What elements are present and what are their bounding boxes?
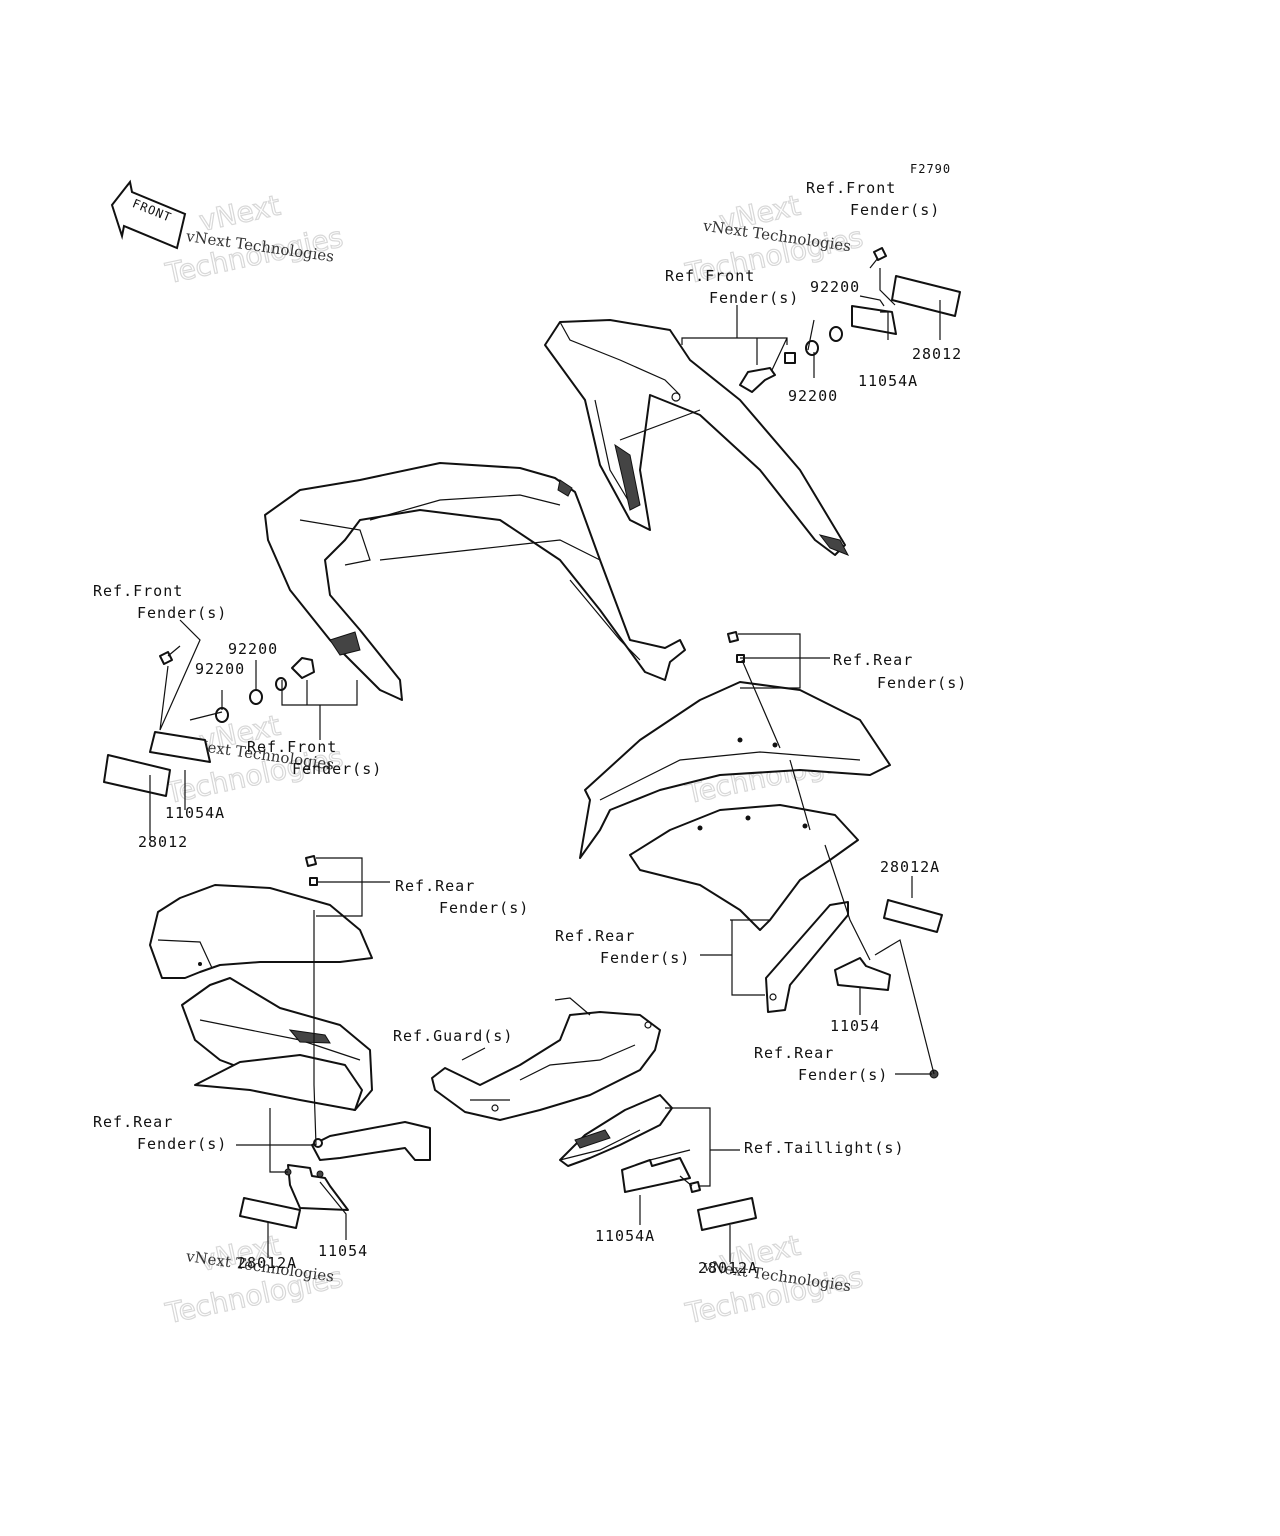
label-ref-rear-fender-2b: Fender(s): [600, 949, 690, 967]
rear-fender-stay-left: [311, 1121, 431, 1161]
reflector-28012-left: [103, 754, 171, 797]
label-ref-taillight: Ref.Taillight(s): [744, 1139, 905, 1157]
label-ref-rear-fender-2a: Ref.Rear: [555, 927, 635, 945]
label-ref-rear-fender-4b: Fender(s): [439, 899, 529, 917]
label-ref-rear-fender-5a: Ref.Rear: [93, 1113, 173, 1131]
leader-lines-top: [619, 268, 941, 441]
label-92200-2: 92200: [788, 387, 838, 405]
label-92200-1: 92200: [810, 278, 860, 296]
rear-seat-cowl: [149, 884, 373, 979]
bolt-left-icon: [159, 645, 181, 665]
label-ref-front-fender-2a: Ref.Front: [665, 267, 755, 285]
reflector-28012A-right: [883, 899, 943, 933]
label-28012A-1: 28012A: [880, 858, 940, 876]
label-28012-2: 28012: [138, 833, 188, 851]
label-ref-front-fender-4b: Fender(s): [292, 760, 382, 778]
bolt-bottom-icon: [679, 1175, 701, 1193]
label-ref-front-fender-4a: Ref.Front: [247, 738, 337, 756]
label-ref-front-fender-2b: Fender(s): [709, 289, 799, 307]
bracket-11054A-bottom: [621, 1157, 691, 1193]
leader-lines-bottom: [461, 1047, 740, 1262]
washer-92200-top: [805, 326, 843, 356]
front-fender-left-bracket: [215, 657, 315, 723]
reflector-28012-top: [891, 275, 961, 317]
label-ref-rear-fender-3b: Fender(s): [798, 1066, 888, 1084]
label-ref-rear-fender-5b: Fender(s): [137, 1135, 227, 1153]
label-28012A-3: 28012A: [698, 1259, 758, 1277]
label-92200-4: 92200: [195, 660, 245, 678]
label-ref-rear-fender-3a: Ref.Rear: [754, 1044, 834, 1062]
taillight-unit: [559, 1094, 673, 1167]
leader-lines-rear: [700, 633, 935, 1075]
label-11054A-3: 11054A: [595, 1227, 655, 1245]
label-ref-rear-fender-1b: Fender(s): [877, 674, 967, 692]
rear-fender-lower-left: [194, 1054, 363, 1111]
label-ref-front-fender-1b: Fender(s): [850, 201, 940, 219]
leader-lines-rear-left: [236, 857, 390, 1258]
label-ref-rear-fender-1a: Ref.Rear: [833, 651, 913, 669]
label-ref-rear-fender-4a: Ref.Rear: [395, 877, 475, 895]
rear-guard-bracket: [431, 997, 661, 1121]
bracket-11054-left: [287, 1164, 349, 1211]
label-11054-1: 11054: [830, 1017, 880, 1035]
bracket-11054A-left: [149, 731, 211, 763]
front-fender-right-panel: [544, 319, 850, 556]
label-ref-guard: Ref.Guard(s): [393, 1027, 513, 1045]
label-11054A-1: 11054A: [858, 372, 918, 390]
label-28012-1: 28012: [912, 345, 962, 363]
front-fender-right-bracket: [739, 352, 796, 393]
bracket-11054-right: [834, 957, 891, 991]
bolt-top-icon: [869, 247, 887, 269]
rear-fender-lower: [629, 804, 859, 931]
bracket-11054A-top: [851, 295, 897, 335]
label-ref-front-fender-3a: Ref.Front: [93, 582, 183, 600]
reflector-28012A-left: [239, 1197, 301, 1229]
reflector-28012A-bottom: [697, 1197, 757, 1231]
label-ref-front-fender-3b: Fender(s): [137, 604, 227, 622]
front-arrow-icon: FRONT: [110, 179, 187, 250]
label-11054A-2: 11054A: [165, 804, 225, 822]
rear-fender-upper: [579, 681, 891, 859]
figure-code: F2790: [910, 162, 951, 176]
label-92200-3: 92200: [228, 640, 278, 658]
label-11054-2: 11054: [318, 1242, 368, 1260]
label-28012A-2: 28012A: [237, 1254, 297, 1272]
front-fender-left-panel: [264, 462, 686, 701]
leader-lines-left: [149, 619, 358, 840]
label-ref-front-fender-1a: Ref.Front: [806, 179, 896, 197]
rear-fender-stay: [765, 901, 849, 1013]
